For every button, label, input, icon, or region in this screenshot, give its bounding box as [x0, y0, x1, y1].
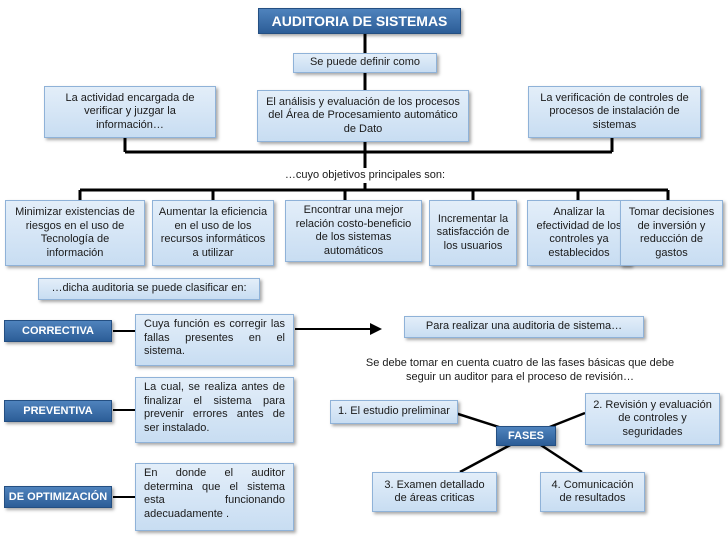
type-preventiva: PREVENTIVA — [4, 400, 112, 422]
phase-3: 3. Examen detallado de áreas criticas — [372, 472, 497, 512]
type-correctiva: CORRECTIVA — [4, 320, 112, 342]
objective-box-3: Encontrar una mejor relación costo-benef… — [285, 200, 422, 262]
realize-label: Para realizar una auditoria de sistema… — [404, 316, 644, 338]
objective-box-6: Tomar decisiones de inversión y reducció… — [620, 200, 723, 266]
type-desc-preventiva: La cual, se realiza antes de finalizar e… — [135, 377, 294, 443]
definition-box-1: La actividad encargada de verificar y ju… — [44, 86, 216, 138]
type-desc-correctiva: Cuya función es corregir las fallas pres… — [135, 314, 294, 366]
definition-box-3: La verificación de controles de procesos… — [528, 86, 701, 138]
type-optimizacion: DE OPTIMIZACIÓN — [4, 486, 112, 508]
phase-1: 1. El estudio preliminar — [330, 400, 458, 424]
main-title: AUDITORIA DE SISTEMAS — [258, 8, 461, 34]
phase-2: 2. Revisión y evaluación de controles y … — [585, 393, 720, 445]
phase-4: 4. Comunicación de resultados — [540, 472, 645, 512]
type-desc-optimizacion: En donde el auditor determina que el sis… — [135, 463, 294, 531]
define-label: Se puede definir como — [293, 53, 437, 73]
objective-box-4: Incrementar la satisfacción de los usuar… — [429, 200, 517, 266]
objective-box-1: Minimizar existencias de riesgos en el u… — [5, 200, 145, 266]
objective-box-2: Aumentar la eficiencia en el uso de los … — [152, 200, 274, 266]
phases-intro: Se debe tomar en cuenta cuatro de las fa… — [365, 357, 675, 383]
objectives-label: …cuyo objetivos principales son: — [284, 169, 446, 181]
definition-box-2: El análisis y evaluación de los procesos… — [257, 90, 469, 142]
objective-box-5: Analizar la efectividad de los controles… — [527, 200, 631, 266]
classify-label: …dicha auditoria se puede clasificar en: — [38, 278, 260, 300]
phases-center: FASES — [496, 426, 556, 446]
